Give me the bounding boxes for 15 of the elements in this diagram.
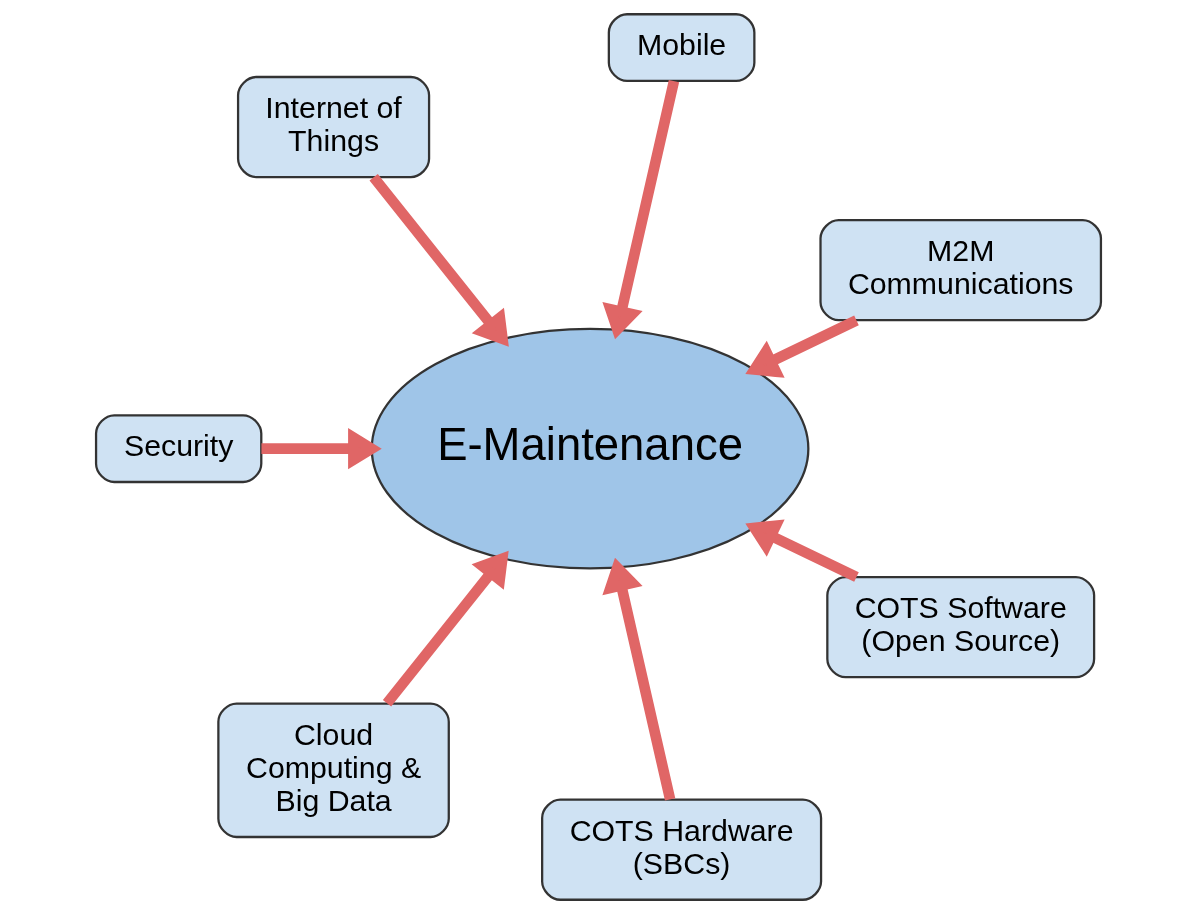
- arrow: [369, 173, 509, 347]
- arrow: [744, 519, 859, 582]
- node-box: Cloud Computing & Big Data: [216, 702, 450, 839]
- node-box: COTS Software (Open Source): [825, 576, 1095, 679]
- node-ellipse: E-Maintenance: [370, 327, 809, 570]
- arrow: [260, 428, 382, 470]
- node-box: Mobile: [607, 13, 755, 83]
- arrow: [601, 557, 675, 801]
- node-box: Security: [94, 414, 262, 484]
- node-box: COTS Hardware (SBCs): [540, 798, 822, 901]
- arrow: [601, 79, 679, 340]
- node-box: Internet of Things: [236, 75, 430, 179]
- arrow: [382, 550, 509, 707]
- arrow: [744, 315, 859, 378]
- node-box: M2M Communications: [818, 219, 1102, 322]
